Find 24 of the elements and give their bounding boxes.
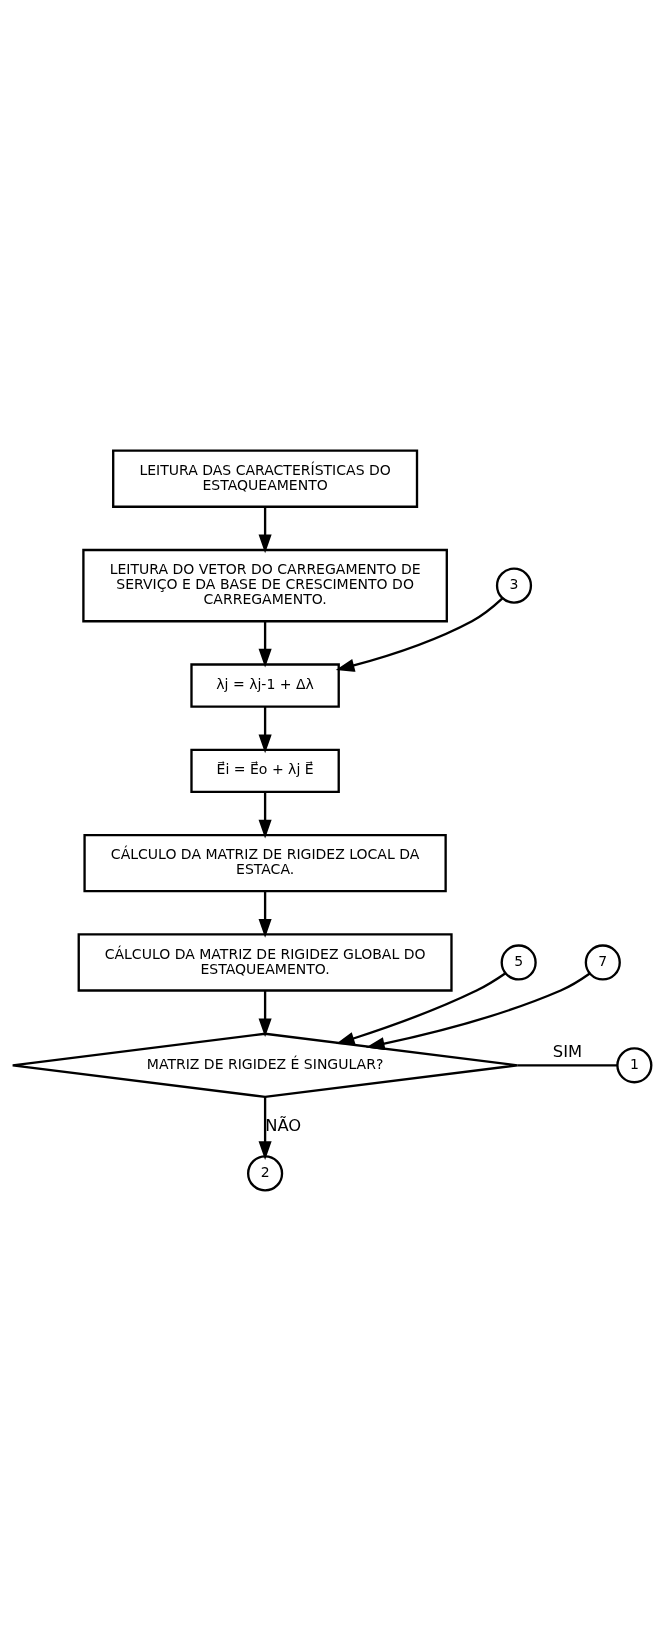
node-box: E⃗i = E⃗o + λj E⃗ [190, 748, 340, 793]
edge-label: SIM [552, 1041, 583, 1061]
node-box: λj = λj-1 + Δλ [190, 662, 340, 708]
arrow [258, 890, 272, 938]
arrow [258, 1096, 272, 1160]
node-circle: 5 [500, 943, 537, 981]
node-circle: 1 [616, 1046, 653, 1083]
edge-label: NÃO [265, 1115, 302, 1135]
arrow [258, 706, 272, 753]
node-circle: 3 [495, 567, 533, 604]
arrow [258, 506, 272, 553]
node-box: CÁLCULO DA MATRIZ DE RIGIDEZ GLOBAL DO ESTAQUEAMENTO. [77, 932, 453, 992]
node-circle: 7 [584, 943, 621, 981]
arrow [335, 597, 504, 672]
arrow [335, 971, 507, 1045]
arrow [258, 791, 272, 838]
node-box: LEITURA DO VETOR DO CARREGAMENTO DE SERVIÇO E DA BASE DE CRESCIMENTO DO CARREGAMENTO. [82, 548, 448, 622]
arrow [365, 972, 591, 1050]
node-box: CÁLCULO DA MATRIZ DE RIGIDEZ LOCAL DA ESTACA. [83, 833, 447, 892]
node-circle: 2 [247, 1154, 284, 1191]
arrow [258, 990, 272, 1037]
connector [517, 1063, 618, 1066]
node-box: LEITURA DAS CARACTERÍSTICAS DO ESTAQUEAMENTO [112, 449, 419, 508]
arrow [258, 620, 272, 668]
